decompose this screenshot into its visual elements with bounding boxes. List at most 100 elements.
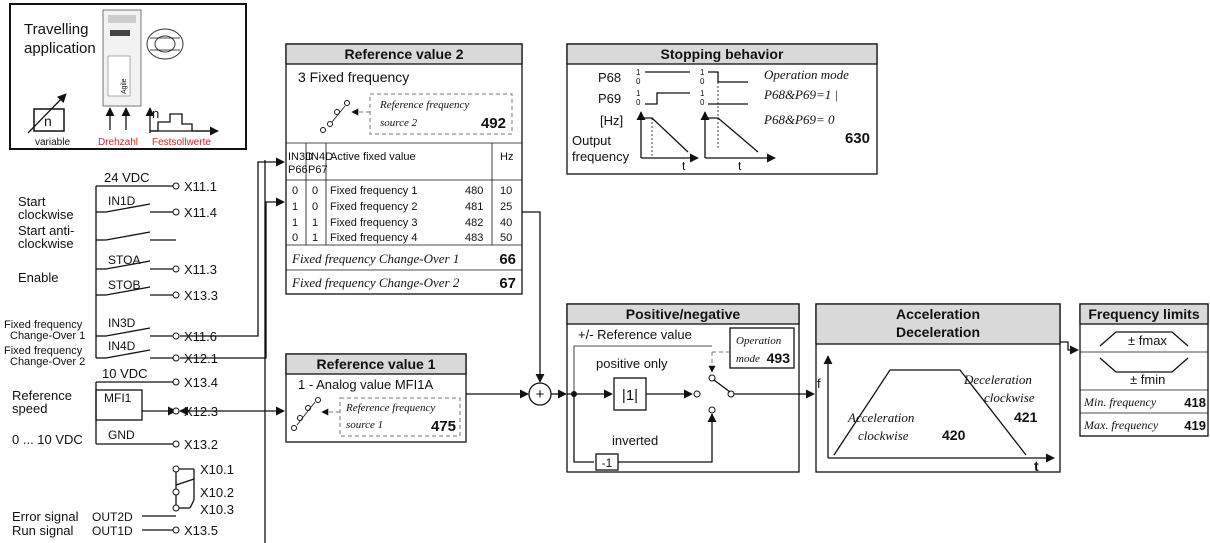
svg-text:1: 1 <box>312 217 318 229</box>
ref2-col-active: Active fixed value <box>330 151 416 163</box>
svg-text:t: t <box>682 159 686 173</box>
ref1-title: Reference value 1 <box>316 356 435 372</box>
svg-text:Fixed frequency 1: Fixed frequency 1 <box>330 185 417 197</box>
terminal-x13-2: X13.2 <box>184 437 218 452</box>
acceleration-block: Acceleration Deceleration f t Accelerati… <box>815 303 1061 474</box>
supply-10vdc: 10 VDC <box>102 366 148 381</box>
stob-label: STOB <box>108 278 140 292</box>
application-box: Travelling application Agile n variable … <box>9 3 247 150</box>
svg-text:480: 480 <box>465 185 483 197</box>
deceleration-label: Deceleration <box>963 372 1032 387</box>
app-title-line2: application <box>24 40 96 57</box>
svg-text:481: 481 <box>465 201 483 213</box>
svg-text:n: n <box>152 106 159 121</box>
label-variable: variable <box>35 137 70 148</box>
terminal-x10-1: X10.1 <box>200 462 234 477</box>
output-frequency-label: Output <box>572 133 611 148</box>
terminal-x13-4: X13.4 <box>184 375 218 390</box>
svg-text:P68&P69=1 |: P68&P69=1 | <box>763 87 838 102</box>
enable-label: Enable <box>18 270 58 285</box>
svg-text:clockwise: clockwise <box>18 236 74 251</box>
ref2-col-hz: Hz <box>500 151 513 163</box>
svg-text:clockwise: clockwise <box>18 207 74 222</box>
inverted-label: inverted <box>612 433 658 448</box>
ref-speed-label: Reference <box>12 388 72 403</box>
terminal-strip: 24 VDC IN1D STOA STOB IN3D IN4D <box>4 160 266 543</box>
stopping-title: Stopping behavior <box>661 46 784 62</box>
svg-text:Deceleration: Deceleration <box>896 324 980 340</box>
table-row: 1 0 Fixed frequency 2 481 25 <box>292 201 512 213</box>
fmax-label: ± fmax <box>1128 333 1167 348</box>
terminal-x10-2: X10.2 <box>200 485 234 500</box>
svg-text:482: 482 <box>465 217 483 229</box>
ffc2-label: Fixed frequency <box>4 345 83 357</box>
svg-text:frequency: frequency <box>572 149 630 164</box>
svg-text:+: + <box>536 386 545 403</box>
svg-text:483: 483 <box>465 232 483 244</box>
svg-text:P67: P67 <box>308 164 328 176</box>
out2d-label: OUT2D <box>92 510 133 524</box>
svg-text:clockwise: clockwise <box>984 390 1035 405</box>
svg-text:Change-Over 2: Change-Over 2 <box>10 356 85 368</box>
changeover-1-number: 66 <box>499 251 516 268</box>
terminal-x11-3: X11.3 <box>184 262 217 277</box>
operation-mode-label: Operation <box>736 335 782 347</box>
invert-block: -1 <box>602 456 613 470</box>
error-signal-label: Error signal <box>12 509 79 524</box>
device-brand-text: Agile <box>121 78 128 94</box>
svg-text:0: 0 <box>636 98 641 107</box>
stoa-label: STOA <box>108 253 140 267</box>
svg-text:1: 1 <box>636 68 641 77</box>
positive-negative-block: Positive/negative +/- Reference value Op… <box>566 303 800 473</box>
acceleration-label: Acceleration <box>847 410 914 425</box>
svg-text:Fixed frequency 4: Fixed frequency 4 <box>330 232 417 244</box>
svg-text:clockwise: clockwise <box>858 428 909 443</box>
selector-switch-icon <box>320 100 350 133</box>
changeover-2-number: 67 <box>499 275 516 292</box>
label-drehzahl: Drehzahl <box>98 137 138 148</box>
svg-text:Fixed frequency 2: Fixed frequency 2 <box>330 201 417 213</box>
ref2-subtitle: 3 Fixed frequency <box>298 69 409 85</box>
acceleration-number: 420 <box>942 427 966 443</box>
in4d-label: IN4D <box>108 339 136 353</box>
mfi1-label: MFI1 <box>104 391 132 405</box>
start-cw-label: Start <box>18 194 46 209</box>
hz-label: [Hz] <box>600 113 623 128</box>
variable-speed-icon: n <box>27 93 67 134</box>
positive-only-label: positive only <box>596 356 668 371</box>
f-axis-label: f <box>817 376 821 391</box>
svg-text:0: 0 <box>312 201 318 213</box>
start-acw-label: Start anti- <box>18 223 74 238</box>
reference-value-1-block: Reference value 1 1 - Analog value MFI1A… <box>285 353 467 443</box>
svg-text:0: 0 <box>292 232 298 244</box>
svg-text:source 2: source 2 <box>380 117 418 129</box>
terminal-x10-3: X10.3 <box>200 502 234 517</box>
abs-block: |1| <box>622 387 638 404</box>
out1d-label: OUT1D <box>92 524 133 538</box>
svg-text:mode: mode <box>736 353 760 365</box>
operation-mode-number: 493 <box>767 350 791 366</box>
accel-title: Acceleration <box>896 306 980 322</box>
gnd-label: GND <box>108 428 135 442</box>
svg-text:50: 50 <box>500 232 512 244</box>
drive-device-icon: Agile <box>102 9 142 107</box>
svg-text:0: 0 <box>312 185 318 197</box>
motor-icon <box>146 28 184 60</box>
changeover-2-label: Fixed frequency Change-Over 2 <box>291 275 460 290</box>
terminal-x11-1: X11.1 <box>184 179 217 194</box>
svg-text:source 1: source 1 <box>346 419 383 431</box>
stopping-behavior-block: Stopping behavior P68 P69 1 0 1 0 1 0 1 … <box>566 43 878 175</box>
table-row: 0 1 Fixed frequency 4 483 50 <box>292 232 512 244</box>
svg-text:0: 0 <box>700 98 705 107</box>
svg-text:1: 1 <box>700 89 705 98</box>
svg-text:40: 40 <box>500 217 512 229</box>
min-frequency-label: Min. frequency <box>1083 395 1157 409</box>
svg-text:1: 1 <box>292 217 298 229</box>
svg-text:n: n <box>44 113 52 129</box>
svg-text:P66: P66 <box>288 164 308 176</box>
frequency-limits-block: Frequency limits ± fmax ± fmin Min. freq… <box>1079 303 1209 437</box>
svg-text:1: 1 <box>700 68 705 77</box>
ref1-source-number: 475 <box>431 418 456 435</box>
ref2-title: Reference value 2 <box>344 46 463 62</box>
ref1-source-label: Reference frequency <box>345 402 435 414</box>
